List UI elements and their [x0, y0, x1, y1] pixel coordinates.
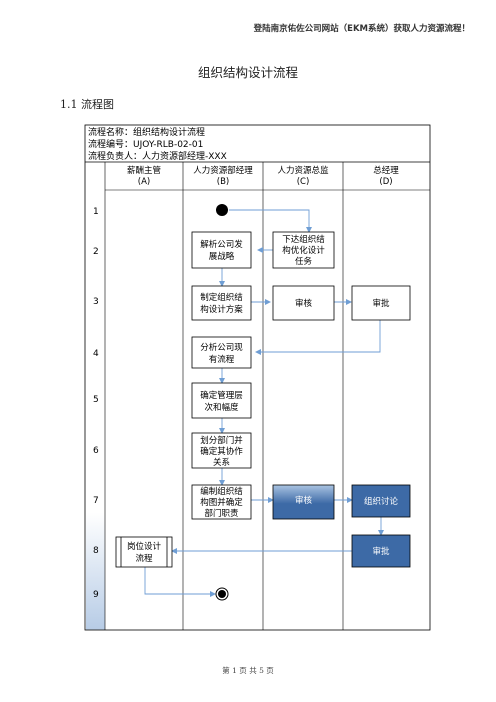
- node-b4-line: 有流程: [209, 354, 235, 365]
- node-d8: 审批: [351, 534, 411, 568]
- column-header-a-code: (A): [138, 177, 150, 187]
- row-number: 5: [93, 395, 99, 405]
- column-header-b-code: (B): [217, 177, 229, 187]
- node-b4-line: 分析公司现: [200, 342, 243, 353]
- column-header-c-code: (C): [297, 177, 310, 187]
- column-header-c: 人力资源总监: [277, 165, 329, 176]
- node-b2-line: 展战略: [209, 251, 235, 262]
- arrow-d3-to-b4: [255, 320, 381, 355]
- node-b7-line: 部门职责: [204, 508, 239, 519]
- node-b7-line: 编制组织结: [200, 486, 243, 497]
- row-number: 2: [93, 247, 99, 257]
- node-c2-line: 任务: [295, 256, 313, 267]
- node-b3-line: 制定组织结: [200, 292, 243, 303]
- column-header-d: 总经理: [373, 165, 399, 176]
- node-b7-line: 构图并确定: [200, 497, 243, 508]
- node-b5-line: 次和幅度: [204, 402, 239, 413]
- flow-owner: 流程负责人：人力资源部经理-XXX: [88, 150, 227, 162]
- row-number: 8: [93, 546, 99, 556]
- connectors: [144, 209, 384, 597]
- node-c3: 审核: [272, 285, 335, 321]
- node-a8-line: 流程: [135, 553, 153, 564]
- row-number: 1: [93, 207, 99, 217]
- arrow-a8-to-end: [144, 567, 216, 597]
- flow-name: 流程名称：组织结构设计流程: [88, 126, 205, 138]
- node-c2: 下达组织结 构优化设计 任务: [272, 231, 335, 269]
- node-b2-line: 解析公司发: [200, 239, 243, 250]
- node-b3: 制定组织结 构设计方案: [191, 285, 252, 321]
- node-b7: 编制组织结 构图并确定 部门职责: [191, 484, 252, 520]
- column-header-a: 薪酬主管: [127, 165, 161, 176]
- node-a8-line: 岗位设计: [127, 541, 162, 552]
- node-d7: 组织讨论: [351, 484, 411, 518]
- node-b6-line: 划分部门并: [200, 435, 243, 446]
- document-title: 组织结构设计流程: [197, 65, 298, 80]
- node-b6-line: 关系: [213, 457, 230, 468]
- row-number-column: [86, 162, 105, 630]
- node-b6-line: 确定其协作: [200, 446, 243, 457]
- flow-code: 流程编号：UJOY-RLB-02-01: [88, 138, 203, 150]
- node-d3-line: 审批: [372, 298, 390, 309]
- node-c7-line: 审核: [295, 495, 313, 506]
- end-node-inner: [218, 590, 226, 598]
- node-c7: 审核: [272, 484, 335, 520]
- row-number: 7: [93, 496, 99, 506]
- row-number: 9: [93, 590, 99, 600]
- row-number: 6: [93, 446, 99, 456]
- header-note: 登陆南京佑佐公司网站（EKM系统）获取人力资源流程！: [253, 24, 470, 34]
- node-c3-line: 审核: [295, 298, 313, 309]
- node-d8-line: 审批: [372, 546, 390, 557]
- node-b4: 分析公司现 有流程: [191, 336, 252, 369]
- node-d3: 审批: [351, 285, 411, 321]
- row-number: 3: [93, 297, 99, 307]
- node-d7-line: 组织讨论: [364, 496, 399, 507]
- row-number: 4: [93, 349, 99, 359]
- flow-table-border: [84, 124, 431, 631]
- node-a8-subprocess: 岗位设计 流程: [115, 536, 173, 568]
- arrow-start-to-c2: [229, 209, 312, 233]
- node-b5-line: 确定管理层: [200, 390, 243, 401]
- node-b6: 划分部门并 确定其协作 关系: [191, 432, 252, 469]
- section-heading: 1.1 流程图: [60, 98, 114, 111]
- node-b3-line: 构设计方案: [200, 304, 243, 315]
- column-header-b: 人力资源部经理: [193, 165, 253, 176]
- start-node: [216, 204, 228, 216]
- page-footer: 第 1 页 共 5 页: [222, 666, 274, 675]
- column-header-d-code: (D): [379, 177, 392, 187]
- node-b5: 确定管理层 次和幅度: [191, 382, 252, 419]
- node-c2-line: 下达组织结: [282, 234, 325, 245]
- node-c2-line: 构优化设计: [282, 245, 325, 256]
- node-b2: 解析公司发 展战略: [191, 231, 252, 269]
